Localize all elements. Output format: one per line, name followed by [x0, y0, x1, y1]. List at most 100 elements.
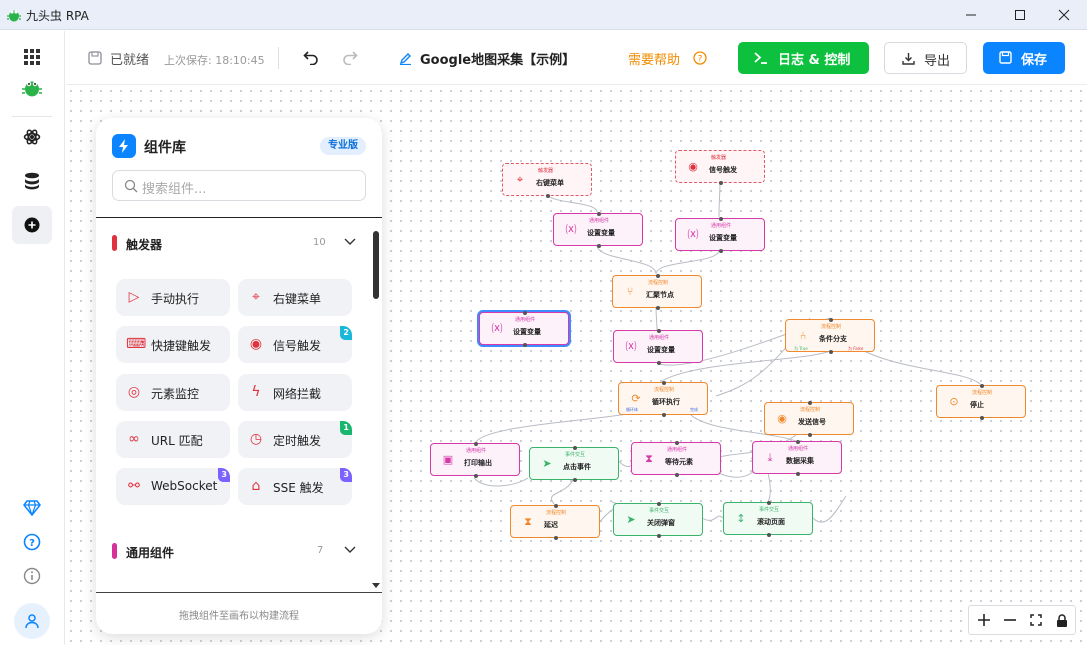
output-handle[interactable] [546, 193, 550, 198]
node-cursor[interactable]: ➤事件交互点击事件 [529, 445, 619, 482]
input-handle[interactable] [573, 445, 577, 450]
nav-add-button[interactable] [12, 206, 52, 244]
general-group-title[interactable]: 通用组件 [126, 546, 175, 560]
search-input[interactable]: 搜索组件... [112, 170, 366, 201]
output-handle[interactable] [719, 248, 723, 253]
output-handle[interactable] [554, 535, 558, 540]
input-handle[interactable] [657, 501, 661, 506]
input-handle[interactable] [767, 500, 771, 505]
pro-badge: 专业版 [320, 137, 366, 155]
component-play[interactable]: ▷手动执行 [116, 279, 230, 316]
input-handle[interactable] [656, 273, 660, 278]
output-handle[interactable] [980, 415, 984, 420]
node-branch[interactable]: ⑃流程控制条件分支 [785, 317, 875, 354]
node-radio-signal[interactable]: ◉流程控制发送信号 [764, 400, 854, 437]
node-loop[interactable]: ⟳流程控制循环执行 [618, 380, 708, 417]
input-handle[interactable] [808, 400, 812, 405]
component-pointer-click[interactable]: ⌖右键菜单 [238, 279, 352, 316]
output-handle[interactable] [597, 243, 601, 248]
component-link[interactable]: ∞URL 匹配 [116, 421, 230, 458]
maximize-button[interactable] [996, 0, 1042, 30]
node-download[interactable]: ⤓通用组件数据采集 [752, 439, 842, 476]
scroll-down-arrow-icon[interactable] [372, 583, 380, 588]
input-handle[interactable] [662, 380, 666, 385]
lock-icon [1057, 613, 1067, 627]
node-category: 通用组件 [667, 447, 688, 453]
component-keyboard[interactable]: ⌨快捷键触发 [116, 326, 230, 363]
output-handle[interactable] [656, 305, 660, 310]
scrollbar-thumb[interactable] [373, 231, 379, 299]
node-variable[interactable]: ⒳通用组件设置变量 [675, 216, 765, 253]
node-hourglass[interactable]: ⧗流程控制延迟 [510, 503, 600, 540]
node-variable[interactable]: ⒳通用组件设置变量 [553, 211, 643, 248]
node-variable[interactable]: ⒳通用组件设置变量 [613, 328, 703, 365]
output-handle[interactable] [675, 472, 679, 477]
input-handle[interactable] [474, 441, 478, 446]
output-handle[interactable] [808, 432, 812, 437]
logs-control-button[interactable]: 日志 & 控制 [738, 42, 869, 74]
premium-button[interactable] [12, 489, 52, 527]
lock-canvas-button[interactable] [1049, 606, 1075, 634]
workflow-title[interactable]: Google地图采集【示例】 [420, 53, 576, 68]
input-handle[interactable] [980, 383, 984, 388]
node-pointer-click[interactable]: ⌖触发器右键菜单 [502, 163, 592, 198]
logo-button[interactable] [12, 69, 52, 107]
info-button[interactable] [12, 557, 52, 595]
node-terminal[interactable]: ▣通用组件打印输出 [430, 441, 520, 478]
chevron-down-icon[interactable] [344, 238, 356, 246]
input-handle[interactable] [829, 317, 833, 322]
input-handle[interactable] [523, 310, 527, 315]
output-handle[interactable] [767, 532, 771, 537]
output-handle[interactable] [719, 180, 723, 185]
export-button[interactable]: 导出 [884, 42, 967, 74]
node-radio-signal[interactable]: ◉触发器信号触发 [675, 150, 765, 185]
edit-title-icon[interactable] [399, 52, 412, 65]
output-handle[interactable] [523, 342, 527, 347]
input-handle[interactable] [597, 211, 601, 216]
node-stop[interactable]: ⊙流程控制停止 [936, 383, 1026, 420]
zoom-in-button[interactable] [971, 606, 997, 634]
apps-grid-button[interactable] [12, 38, 52, 76]
input-handle[interactable] [719, 216, 723, 221]
zoom-out-button[interactable] [997, 606, 1023, 634]
help-link[interactable]: 需要帮助 [628, 53, 681, 68]
node-hourglass[interactable]: ⧗通用组件等待元素 [631, 440, 721, 477]
output-handle[interactable] [657, 360, 661, 365]
undo-icon[interactable] [303, 49, 319, 65]
nav-ai-button[interactable] [12, 118, 52, 156]
output-handle[interactable] [573, 477, 577, 482]
trigger-group-title[interactable]: 触发器 [126, 238, 163, 252]
nav-data-button[interactable] [12, 162, 52, 200]
node-merge[interactable]: ⑂流程控制汇聚节点 [612, 273, 702, 310]
help-button[interactable]: ? [12, 523, 52, 561]
input-handle[interactable] [657, 328, 661, 333]
input-handle[interactable] [554, 503, 558, 508]
output-handle[interactable] [829, 349, 833, 354]
node-variable[interactable]: ⒳通用组件设置变量 [479, 310, 569, 347]
node-category: 流程控制 [546, 510, 567, 516]
component-eye[interactable]: ◎元素监控 [116, 374, 230, 411]
save-button[interactable]: 保存 [983, 42, 1065, 74]
user-avatar-button[interactable] [14, 603, 50, 639]
minimize-button[interactable] [948, 0, 994, 30]
output-handle[interactable] [796, 471, 800, 476]
input-handle[interactable] [675, 440, 679, 445]
input-handle[interactable] [796, 439, 800, 444]
node-name: 条件分支 [819, 335, 847, 343]
redo-icon[interactable] [342, 49, 358, 65]
output-handle[interactable] [662, 412, 666, 417]
output-handle[interactable] [474, 473, 478, 478]
output-handle[interactable] [657, 533, 661, 538]
component-label: WebSocket [151, 479, 218, 493]
chevron-down-icon[interactable] [344, 546, 356, 554]
node-cursor[interactable]: ➤事件交互关闭弹窗 [613, 501, 703, 538]
help-circle-icon[interactable]: ? [693, 51, 707, 65]
close-window-button[interactable] [1041, 0, 1087, 30]
node-scroll[interactable]: ↕事件交互滚动页面 [723, 500, 813, 537]
fit-view-button[interactable] [1023, 606, 1049, 634]
